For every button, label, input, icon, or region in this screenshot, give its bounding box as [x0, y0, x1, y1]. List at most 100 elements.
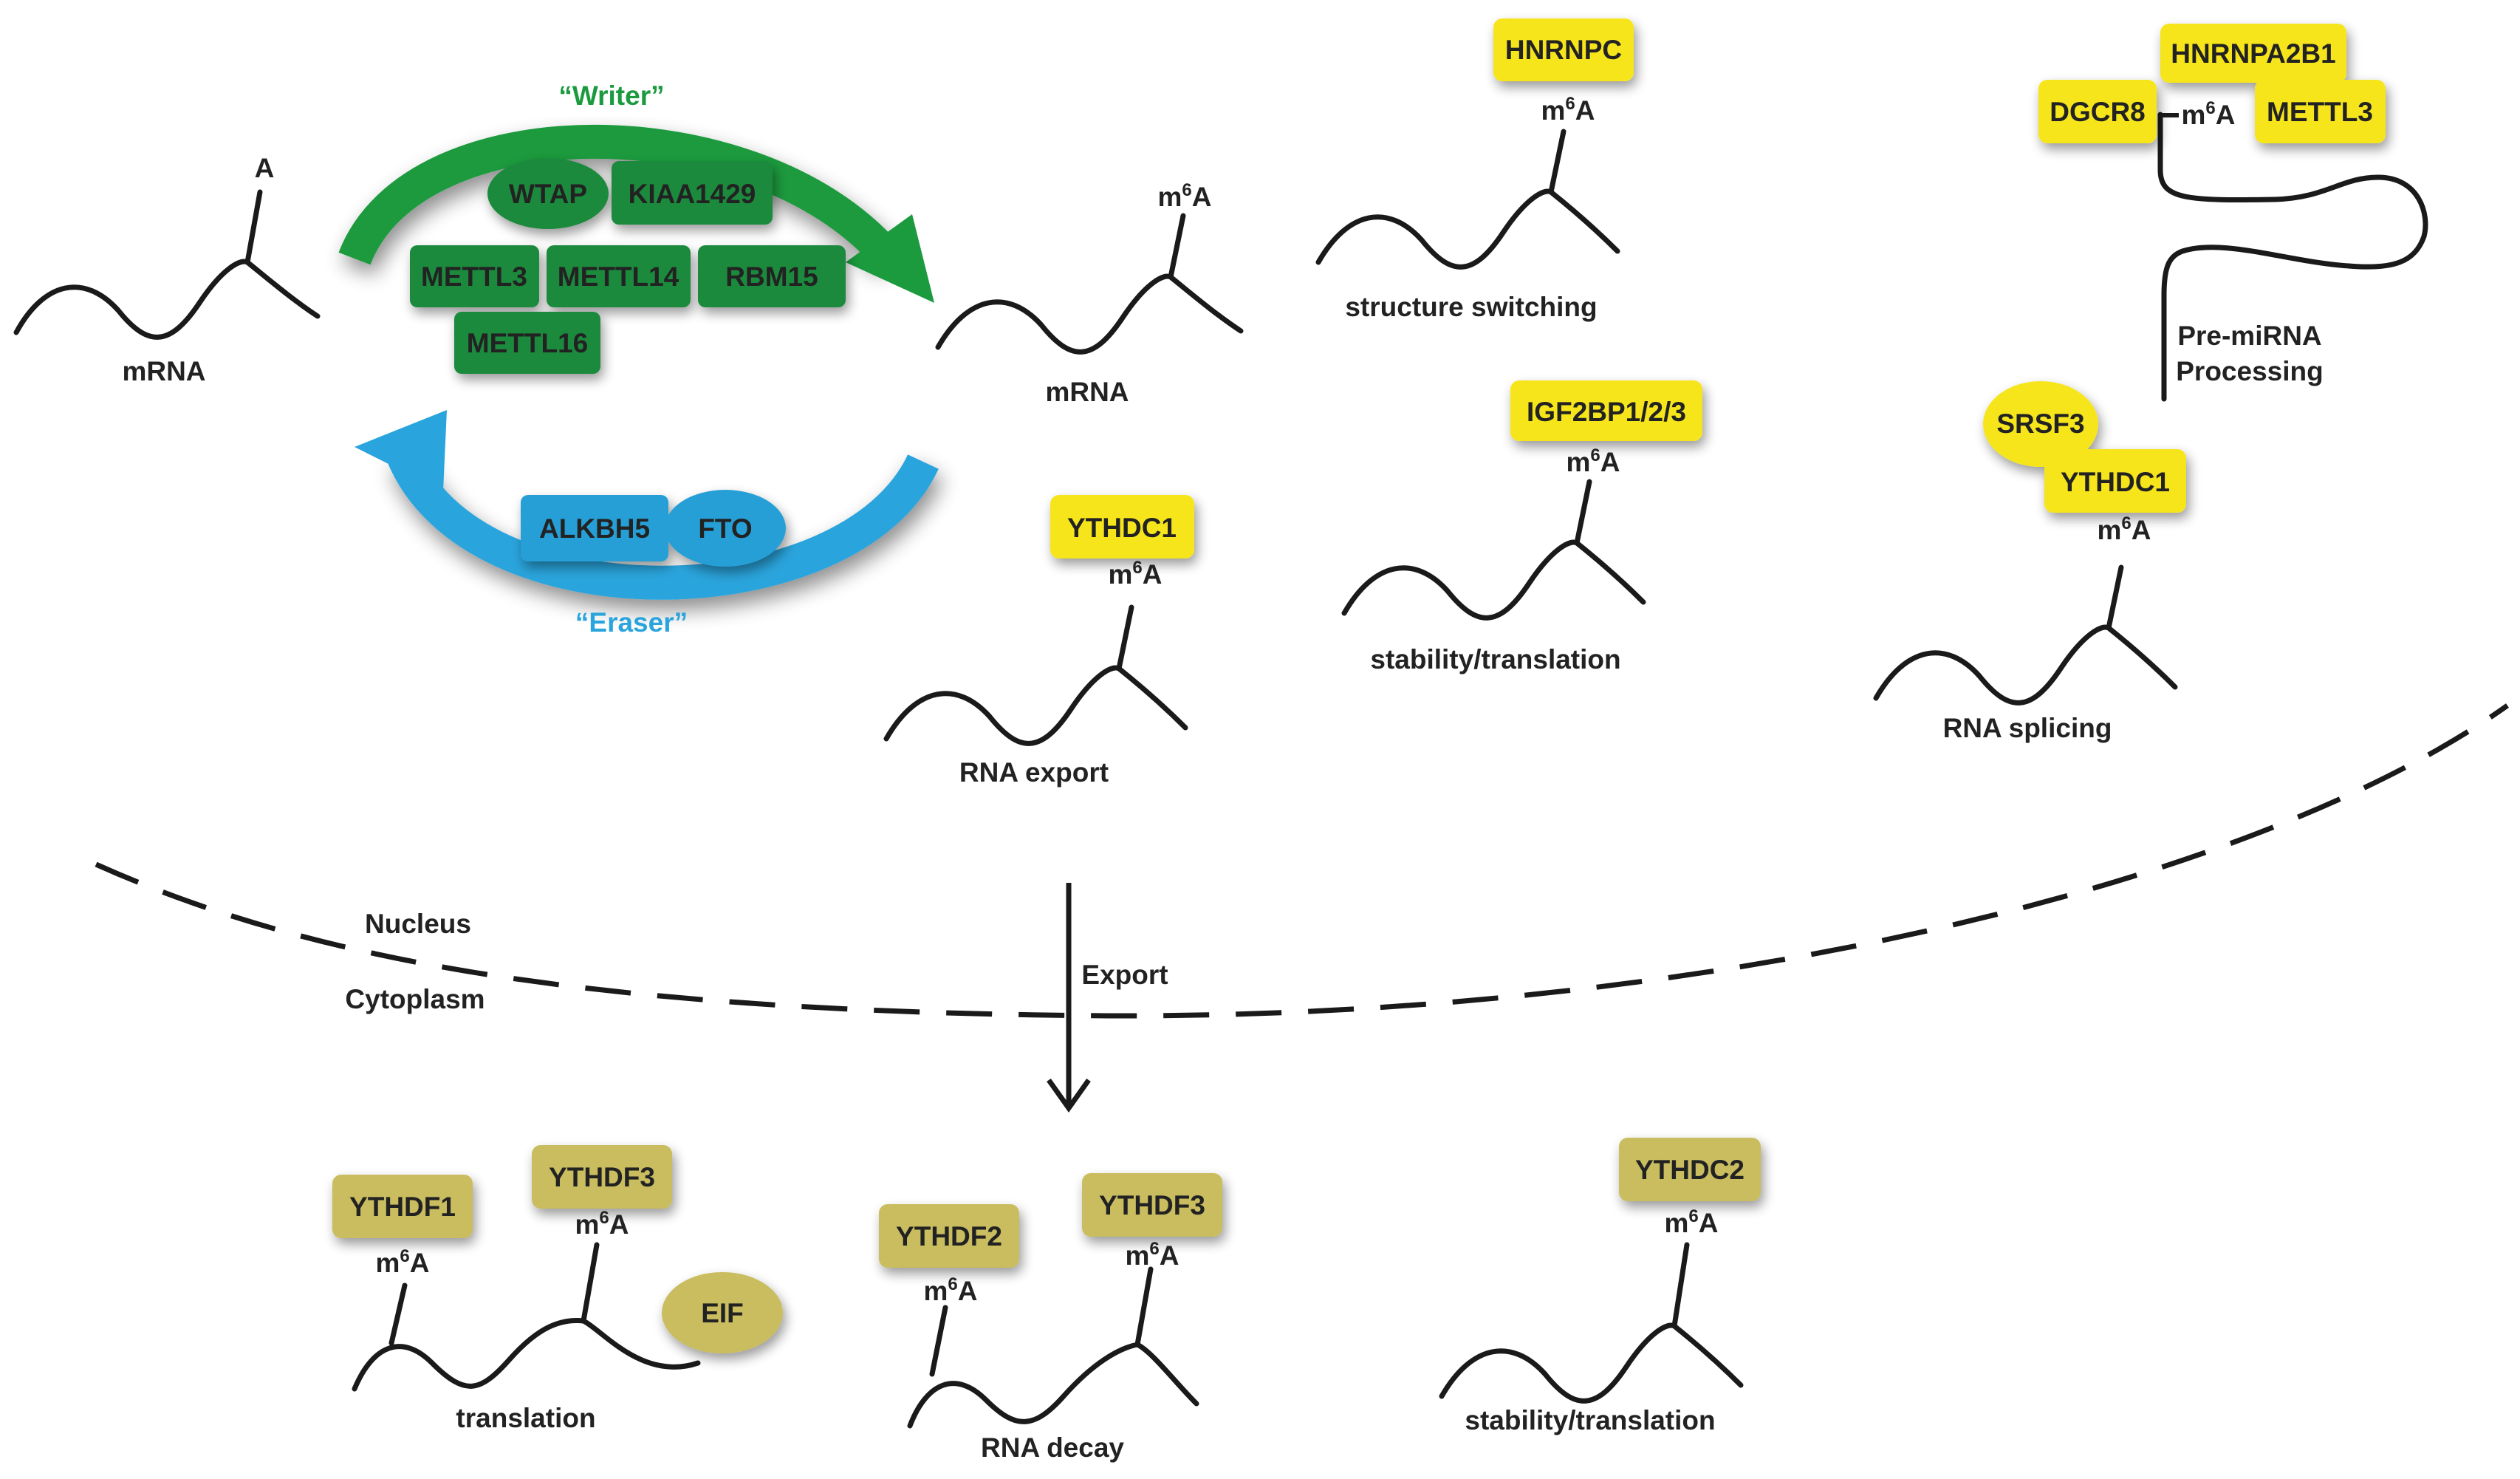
decay-mrna-strand	[907, 1342, 1199, 1429]
export-mrna-stem	[1116, 604, 1134, 672]
structure-label: structure switching	[1345, 292, 1597, 322]
export-arrow	[1047, 883, 1091, 1113]
cyto-stability-label: stability/translation	[1465, 1405, 1715, 1435]
mettl3-writer-label: METTL3	[421, 262, 527, 292]
mettl16-label: METTL16	[467, 328, 588, 358]
structure-mod: m6A	[1541, 94, 1595, 126]
reader-hnrnpa2b1	[2160, 24, 2346, 83]
cytoplasm-label: Cytoplasm	[345, 984, 485, 1014]
function-labels: mRNA mRNA structure switching stability/…	[122, 292, 2323, 1463]
fto-label: FTO	[698, 513, 752, 544]
eraser-label: “Eraser”	[575, 607, 688, 638]
translation-stem-1	[388, 1282, 408, 1346]
cyto-stability-mrna-strand	[1439, 1322, 1744, 1404]
mirna-label-1: Pre-miRNA	[2177, 321, 2321, 351]
right-mrna-stem	[1168, 213, 1186, 280]
ythdc1-export-label: YTHDC1	[1067, 513, 1177, 543]
ythdf3-decay-label: YTHDF3	[1099, 1190, 1205, 1220]
rbm15-label: RBM15	[725, 262, 818, 292]
reader-dgcr8	[2038, 80, 2157, 143]
structure-mrna-strand	[1315, 188, 1620, 270]
mirna-mod: m6A	[2182, 98, 2236, 130]
wtap-label: WTAP	[509, 179, 587, 209]
modification-labels: A m6A m6A m6A m6A m6A m6A m6A m6A m6A m6…	[255, 94, 2236, 1306]
writer-label: “Writer”	[558, 81, 664, 111]
decay-mod-1: m6A	[924, 1274, 978, 1306]
export-mrna-strand	[883, 665, 1188, 746]
cyto-stability-stem	[1671, 1242, 1690, 1329]
protein-alkbh5	[521, 495, 668, 561]
nuc-stability-mod: m6A	[1567, 445, 1620, 477]
nuclear-envelope	[95, 703, 2510, 1019]
export-label: RNA export	[959, 757, 1109, 788]
reader-mettl3-mirna	[2255, 80, 2386, 143]
left-mrna-label: mRNA	[122, 356, 205, 386]
left-mrna-strand	[13, 259, 321, 340]
reader-ythdc1-export	[1050, 495, 1194, 559]
reader-ythdc2	[1619, 1138, 1761, 1201]
reader-igf2bp	[1510, 380, 1702, 441]
ythdc2-label: YTHDC2	[1635, 1155, 1745, 1185]
alkbh5-label: ALKBH5	[539, 513, 650, 544]
left-mrna-mod: A	[255, 153, 275, 183]
translation-mod-2: m6A	[575, 1208, 629, 1240]
right-mrna-label: mRNA	[1045, 377, 1129, 407]
splicing-label: RNA splicing	[1943, 713, 2112, 743]
nuclear-reader-boxes	[1050, 18, 2386, 559]
protein-kiaa1429	[612, 161, 773, 225]
writer-arrowhead	[846, 214, 934, 303]
mirna-label-2: Processing	[2176, 356, 2323, 386]
pre-mirna-hairpin	[2157, 112, 2428, 402]
protein-mettl16	[454, 312, 600, 374]
dgcr8-label: DGCR8	[2050, 97, 2146, 127]
srsf3-label: SRSF3	[1996, 409, 2084, 439]
nuc-stability-mrna-strand	[1341, 539, 1646, 621]
ythdf2-label: YTHDF2	[896, 1221, 1002, 1251]
reader-hnrnpc	[1493, 18, 1634, 81]
right-mrna-strand	[935, 273, 1244, 355]
ythdc1-splicing-label: YTHDC1	[2061, 467, 2170, 497]
kiaa1429-label: KIAA1429	[629, 179, 756, 209]
export-arrow-label: Export	[1081, 960, 1168, 990]
hnrnpc-label: HNRNPC	[1505, 35, 1622, 65]
splicing-mod: m6A	[2098, 513, 2151, 545]
methylation-cycle: “Writer” “Eraser” WTAP KIAA1429 METTL3 M…	[338, 81, 939, 638]
nuc-stability-label: stability/translation	[1370, 644, 1620, 674]
protein-fto	[665, 490, 786, 567]
left-mrna-stem	[244, 189, 263, 265]
protein-rbm15	[698, 245, 846, 307]
cyto-stability-mod: m6A	[1665, 1206, 1719, 1238]
splicing-mrna-stem	[2106, 564, 2124, 631]
translation-mrna-strand	[352, 1318, 701, 1392]
translation-label: translation	[456, 1403, 595, 1433]
cyto-reader-boxes	[332, 1138, 1761, 1353]
mettl3-mirna-label: METTL3	[2267, 97, 2373, 127]
writer-arc	[338, 124, 900, 267]
igf2bp-label: IGF2BP1/2/3	[1527, 397, 1686, 427]
decay-mod-2: m6A	[1126, 1239, 1179, 1271]
right-mrna-mod: m6A	[1158, 180, 1212, 212]
ythdf1-label: YTHDF1	[349, 1192, 456, 1222]
reader-ythdc1-splicing	[2044, 449, 2186, 513]
decay-label: RNA decay	[981, 1432, 1124, 1463]
nucleus-label: Nucleus	[365, 909, 471, 939]
reader-ythdf1	[332, 1175, 473, 1238]
factor-eif	[662, 1272, 783, 1353]
export-mod: m6A	[1109, 558, 1163, 590]
reader-ythdf3-decay	[1082, 1173, 1222, 1237]
mettl14-label: METTL14	[558, 262, 679, 292]
hnrnpa2b1-label: HNRNPA2B1	[2171, 38, 2335, 69]
reader-ythdf3-translation	[532, 1145, 672, 1209]
protein-mettl3-writer	[410, 245, 539, 307]
translation-stem-2	[581, 1242, 600, 1324]
reader-ythdf2	[879, 1204, 1019, 1268]
protein-mettl14	[547, 245, 691, 307]
ythdf3-translation-label: YTHDF3	[549, 1162, 655, 1192]
mrna-strands	[13, 112, 2428, 1429]
decay-stem-1	[929, 1305, 948, 1377]
protein-wtap	[487, 158, 609, 229]
eraser-arrowhead	[355, 410, 447, 491]
splicing-mrna-strand	[1873, 624, 2178, 706]
